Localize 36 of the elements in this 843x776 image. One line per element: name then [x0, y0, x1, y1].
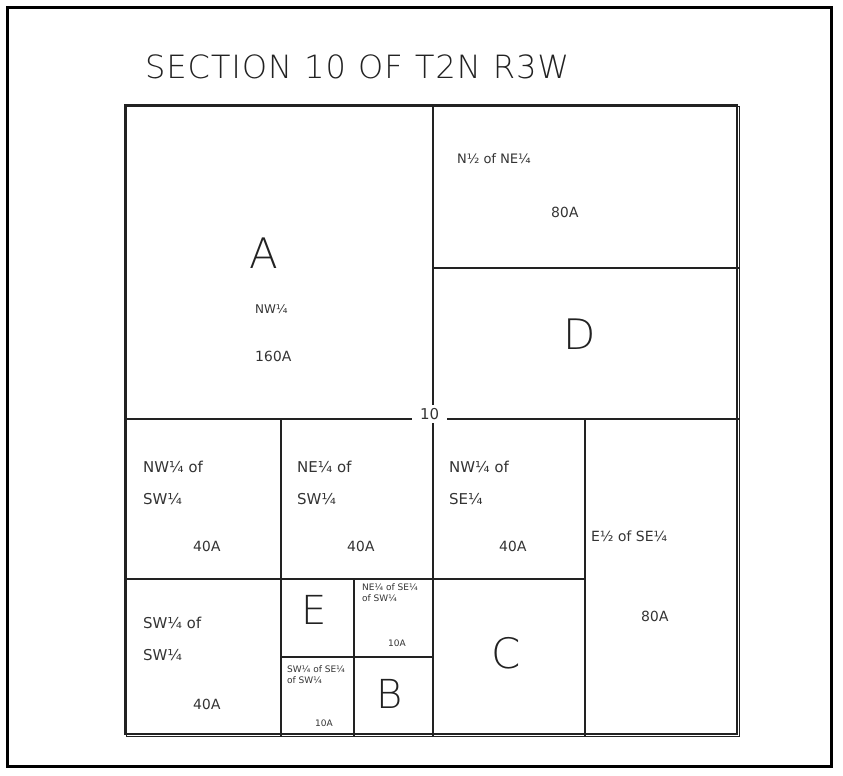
parcel-description: N½ of NE¼	[457, 152, 531, 168]
parcel-box	[280, 578, 355, 658]
parcel-description: NE¼ of SE¼ of SW¼	[362, 583, 419, 605]
parcel-box	[126, 578, 282, 737]
parcel-description: NW¼ of SE¼	[449, 457, 510, 510]
section-number: 10	[412, 405, 448, 423]
map-title: SECTION 10 OF T2N R3W	[145, 48, 570, 86]
parcel-box	[432, 418, 586, 580]
parcel-letter: E	[301, 587, 326, 635]
acreage-label: 10A	[315, 719, 333, 730]
acreage-label: 40A	[193, 539, 220, 556]
acreage-label: 10A	[388, 639, 406, 650]
acreage-label: 40A	[347, 539, 374, 556]
acreage-label: 80A	[551, 205, 578, 222]
acreage-label: 40A	[499, 539, 526, 556]
parcel-letter: A	[249, 229, 278, 280]
parcel-description: NE¼ of SW¼	[297, 457, 353, 510]
parcel-description: SW¼ of SW¼	[143, 613, 202, 666]
acreage-label: 40A	[193, 697, 220, 714]
parcel-description: NW¼	[255, 302, 288, 316]
parcel-box	[432, 106, 740, 269]
parcel-description: E½ of SE¼	[591, 529, 668, 546]
parcel-box	[280, 418, 434, 580]
parcel-box	[353, 656, 434, 737]
parcel-description: NW¼ of SW¼	[143, 457, 204, 510]
parcel-box	[280, 656, 355, 737]
parcel-box	[584, 418, 740, 737]
parcel-box	[432, 578, 586, 737]
parcel-box	[126, 418, 282, 580]
parcel-letter: B	[376, 671, 402, 719]
acreage-label: 160A	[255, 349, 292, 366]
parcel-letter: C	[491, 629, 520, 680]
parcel-letter: D	[563, 310, 596, 360]
parcel-description: SW¼ of SE¼ of SW¼	[287, 665, 346, 687]
acreage-label: 80A	[641, 609, 668, 626]
parcel-box	[353, 578, 434, 658]
